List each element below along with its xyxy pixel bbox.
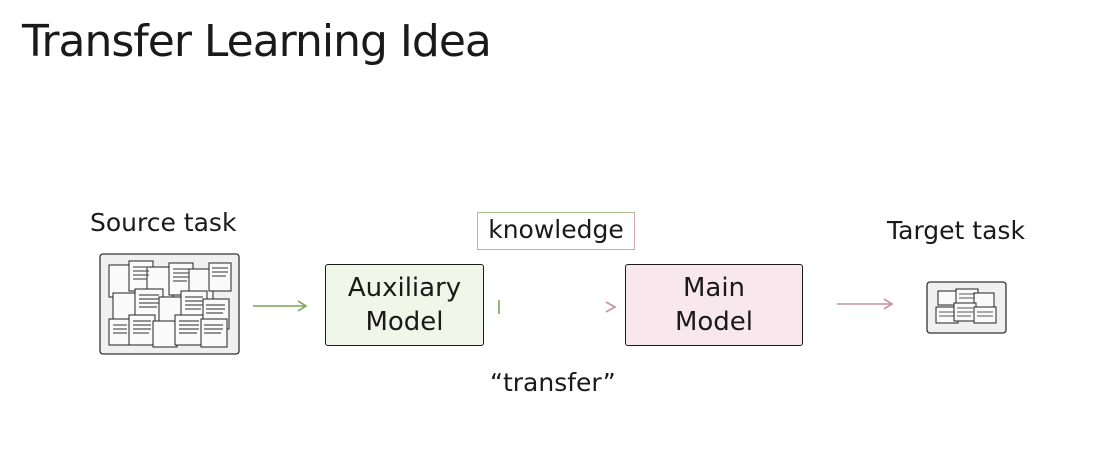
source-to-auxiliary-arrow bbox=[253, 300, 308, 312]
auxiliary-model-line1: Auxiliary bbox=[347, 273, 462, 303]
source-task-label: Source task bbox=[90, 208, 237, 237]
knowledge-label: knowledge bbox=[477, 212, 635, 250]
slide-title: Transfer Learning Idea bbox=[22, 16, 492, 67]
target-task-label: Target task bbox=[887, 216, 1025, 245]
main-to-target-arrow bbox=[837, 298, 894, 310]
main-model-line2: Model bbox=[674, 307, 754, 337]
auxiliary-model-box: Auxiliary Model bbox=[325, 264, 484, 346]
main-model-box: Main Model bbox=[625, 264, 803, 346]
document-pile-icon bbox=[99, 253, 240, 355]
documents-icon bbox=[926, 281, 1007, 334]
main-model-line1: Main bbox=[682, 273, 746, 303]
auxiliary-model-line2: Model bbox=[365, 307, 444, 337]
transfer-arrow bbox=[498, 300, 617, 314]
transfer-label: “transfer” bbox=[490, 368, 616, 397]
